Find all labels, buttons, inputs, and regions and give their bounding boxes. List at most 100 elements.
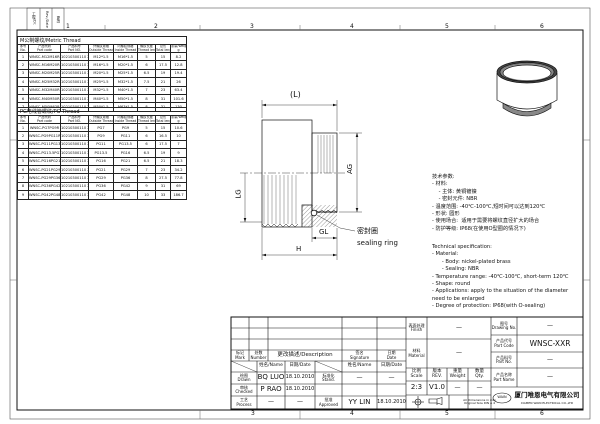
grid-number: 5 xyxy=(445,410,449,417)
column-header: 序号 No. xyxy=(17,115,29,124)
spec-chinese: 技术参数:- 材料: - 主体: 黄铜镀镍 - 密封元件: NBR- 温度范围:… xyxy=(432,174,545,233)
table-cell: 16.5 xyxy=(155,131,171,141)
corner-label-dr: 工程/Dr. xyxy=(32,12,37,26)
table-cell: M32*1.5 xyxy=(113,77,138,87)
table-cell: 10210300110 2 xyxy=(60,85,89,95)
spec-line: - 形状: 圆形 xyxy=(432,211,460,218)
spec-english: Technical specification:- Material: - Bo… xyxy=(432,244,569,311)
table-cell: 5 xyxy=(137,51,156,62)
table-cell: PG36 xyxy=(113,173,138,183)
title-block-checked-name: P RAO xyxy=(260,385,282,394)
table-cell: WNSC-M32M40R xyxy=(28,85,61,95)
table-cell: PG11 xyxy=(113,131,138,141)
spec-line: - Body: nickel-plated brass xyxy=(432,258,511,265)
table-cell: 19 xyxy=(155,148,171,158)
table-cell: 10 xyxy=(137,190,156,200)
title-block-approved-date: 18.10.2010 xyxy=(377,398,406,405)
title-block-date: 日期 Date xyxy=(386,350,397,360)
table-cell: M40*1.5 xyxy=(88,93,114,104)
title-block-part-no-value: — xyxy=(547,355,553,363)
table-cell: 9 xyxy=(17,190,29,200)
table-cell: 10210300110 2 xyxy=(60,181,89,192)
spec-line: - 使用场合: 适用于需要将螺纹直径扩大的场合 xyxy=(432,218,540,225)
table-cell: 7 xyxy=(137,85,156,95)
grid-number: 3 xyxy=(250,23,254,30)
table-cell: 10.6 xyxy=(169,122,188,133)
grid-number: 4 xyxy=(350,23,354,30)
table-cell: 6 xyxy=(137,131,156,141)
spec-line: 技术参数: xyxy=(432,174,455,180)
table-cell: 6 xyxy=(137,139,156,150)
title-block-date-h: 日期/Date xyxy=(289,363,311,369)
title-block-drawing-no-value: — xyxy=(547,321,553,329)
table-cell: 10210300110 2 xyxy=(60,77,89,87)
column-header: 内螺纹规格 Inside Thread xyxy=(113,44,138,53)
title-block-logo-text: WAIN xyxy=(497,395,507,400)
table-cell: 6 xyxy=(17,164,29,175)
title-block-signature: 签名 Signature xyxy=(349,350,370,360)
table-cell: 18.3 xyxy=(169,156,188,166)
spec-line: need to be enlarged xyxy=(432,295,485,302)
title-block-description: 更改描述/Description xyxy=(277,351,333,358)
title-block-grid xyxy=(230,316,584,410)
table-cell: WNSC-M40M50R xyxy=(28,93,61,104)
table-cell: 63.4 xyxy=(170,85,187,95)
table-cell: PG42 xyxy=(113,181,138,192)
title-block-scale-value: 2:3 xyxy=(410,383,423,392)
table-cell: 3 xyxy=(17,68,29,79)
table-cell: PG42 xyxy=(88,190,114,200)
table-cell: 10210300110 2 xyxy=(60,156,89,166)
table-cell: PG9 xyxy=(113,122,138,133)
table-cell: 10210300110 2 xyxy=(60,164,89,175)
table-cell: M50*1.5 xyxy=(113,93,138,104)
table-cell: 26 xyxy=(170,77,187,87)
table-cell: 5 xyxy=(17,85,29,95)
table-cell: 10 xyxy=(169,131,188,141)
title-block-part-name: 产品名称 Part Name xyxy=(493,372,515,382)
table-cell: WNSC-M16M20R xyxy=(28,60,61,70)
table-cell: 10210300110 2 xyxy=(60,60,89,70)
table-cell: 10210300110 2 xyxy=(60,173,89,183)
table-cell: WNSC-PG21PG29R xyxy=(28,164,61,175)
title-block-qty: 数量 Qty. xyxy=(475,368,484,379)
table-cell: M40*1.5 xyxy=(113,85,138,95)
column-header: 产品代码 Part code xyxy=(28,44,61,53)
title-block-finish-value: — xyxy=(456,323,462,331)
table-cell: 8 xyxy=(137,93,156,104)
table-cell: PG21 xyxy=(113,156,138,166)
column-header: 重量/Weight g xyxy=(170,44,187,53)
callout-sealing-ring-en: sealing ring xyxy=(357,239,398,247)
spec-line: - 主体: 黄铜镀镍 xyxy=(432,188,477,195)
table-cell: 15 xyxy=(155,122,171,133)
column-header: 产品料号 Part NO. xyxy=(60,115,89,124)
table-cell: 31 xyxy=(155,181,171,192)
title-block-date-h2: 日期/Date xyxy=(380,363,403,369)
table-cell: 27.5 xyxy=(155,173,171,183)
table-cell: 8.2 xyxy=(170,51,187,62)
table-cell: M16*1.5 xyxy=(88,60,114,70)
column-header: 外螺纹规格 Outside Thread xyxy=(88,44,114,53)
table-cell: 3 xyxy=(17,139,29,150)
table-cell: 34.2 xyxy=(169,164,188,175)
grid-number: 6 xyxy=(540,410,544,417)
title-block-stand: 标准化 Stand. xyxy=(322,372,335,382)
title-block-stand-date: — xyxy=(388,373,395,381)
table-cell: 10210300110 2 xyxy=(60,122,89,133)
grid-number: 2 xyxy=(154,23,158,30)
title-block-checked-date: 18.10.2010 xyxy=(285,386,315,393)
table-cell: 31 xyxy=(155,93,171,104)
grid-number: 3 xyxy=(251,410,255,417)
table-cell: 33 xyxy=(155,190,171,200)
table-title: PG电线管螺纹/PG Thread xyxy=(16,107,188,116)
table-cell: 10210300110 2 xyxy=(60,148,89,158)
